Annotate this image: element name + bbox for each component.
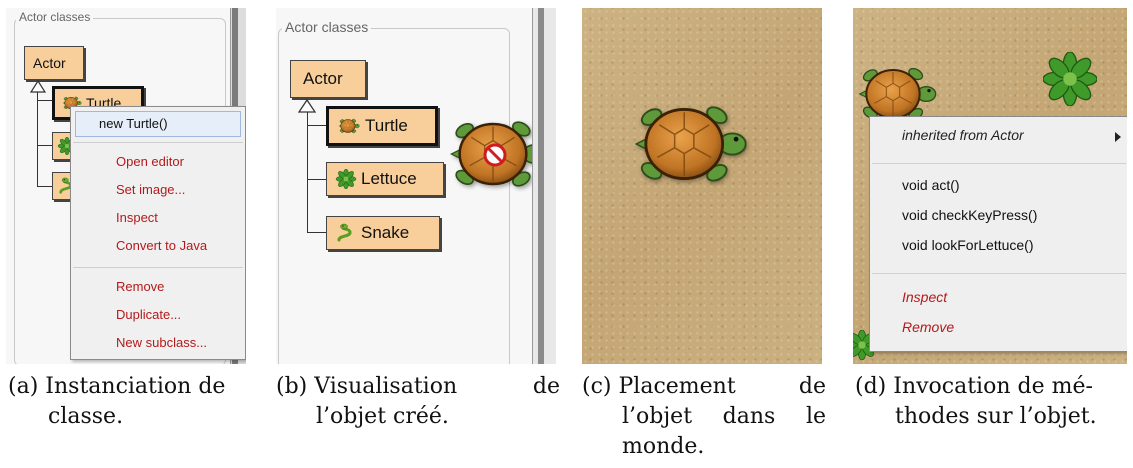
class-name-actor: Actor (33, 55, 66, 71)
panel-c-world (582, 8, 822, 364)
caption-line: thodes sur l’objet. (895, 404, 1097, 429)
snake-icon (335, 223, 357, 243)
class-name-actor: Actor (303, 69, 343, 88)
menu-item-remove[interactable]: Remove (902, 319, 955, 335)
class-box-turtle[interactable]: Turtle (326, 106, 438, 146)
caption-line: Visualisation (314, 374, 458, 399)
caption-line: classe. (48, 404, 124, 429)
tree-line (307, 112, 308, 232)
menu-item-remove[interactable]: Remove (116, 279, 165, 294)
caption-line: Invocation de mé- (893, 374, 1093, 399)
panel-d-method-invocation: inherited from Actor void act() void che… (853, 8, 1127, 364)
tree-branch (37, 186, 54, 187)
caption-line: de (532, 374, 560, 399)
actor-classes-group-title: Actor classes (16, 10, 94, 24)
class-box-actor[interactable]: Actor (290, 60, 366, 98)
actor-classes-group-title: Actor classes (282, 19, 372, 35)
menu-item-new-subclass[interactable]: New subclass... (116, 335, 208, 350)
tree-branch (307, 232, 327, 233)
object-context-menu: inherited from Actor void act() void che… (869, 116, 1127, 352)
turtle-icon[interactable] (632, 96, 748, 192)
caption-b: (b) Visualisation de l’objet créé. (276, 372, 560, 432)
class-name-lettuce: Lettuce (361, 169, 417, 188)
menu-item-look-for-lettuce[interactable]: void lookForLettuce() (902, 237, 1034, 253)
menu-item-check-key-press[interactable]: void checkKeyPress() (902, 207, 1038, 223)
class-box-actor[interactable]: Actor (24, 46, 84, 80)
caption-a: (a) Instanciation de classe. (8, 372, 258, 432)
scrollbar-thumb[interactable] (538, 8, 544, 364)
class-box-snake[interactable]: Snake (326, 216, 440, 250)
submenu-label: inherited from Actor (902, 127, 1024, 143)
lettuce-icon (1043, 52, 1097, 106)
caption-line: de (798, 374, 826, 399)
caption-tag: (c) (582, 374, 612, 399)
menu-item-inherited-from-actor[interactable]: inherited from Actor (870, 127, 1127, 143)
menu-separator (872, 163, 1126, 164)
tree-line (37, 92, 38, 186)
caption-tag: (d) (855, 374, 887, 399)
menu-separator (73, 267, 243, 268)
caption-line: le (805, 404, 826, 429)
class-name-snake: Snake (361, 223, 410, 242)
caption-line: monde. (622, 434, 705, 459)
menu-item-duplicate[interactable]: Duplicate... (116, 307, 182, 322)
no-entry-icon (483, 143, 507, 167)
tree-branch (307, 125, 327, 126)
caption-tag: (b) (276, 374, 308, 399)
tree-branch (307, 179, 327, 180)
menu-item-open-editor[interactable]: Open editor (116, 154, 184, 169)
tree-branch (37, 145, 54, 146)
caption-line: Placement (618, 374, 736, 399)
inheritance-arrow (30, 80, 46, 93)
menu-item-act[interactable]: void act() (902, 177, 960, 193)
menu-item-inspect[interactable]: Inspect (116, 210, 158, 225)
class-box-lettuce[interactable]: Lettuce (326, 162, 444, 196)
lettuce-icon (335, 169, 357, 189)
caption-tag: (a) (8, 374, 39, 399)
turtle-icon (337, 117, 361, 135)
menu-item-new-turtle[interactable]: new Turtle() (75, 111, 241, 137)
menu-separator (73, 142, 243, 143)
tree-branch (37, 100, 54, 101)
caption-line: l’objet créé. (316, 404, 449, 429)
menu-item-set-image[interactable]: Set image... (116, 182, 186, 197)
menu-item-convert-to-java[interactable]: Convert to Java (116, 238, 208, 253)
caption-c: (c) Placement de l’objet dans le monde. (582, 372, 826, 462)
panel-a-class-instantiation: Actor classes Actor Turtle new Turtle() … (6, 8, 246, 364)
scrollbar-track[interactable] (532, 8, 556, 364)
class-context-menu: new Turtle() Open editor Set image... In… (70, 106, 246, 360)
caption-line: l’objet (622, 404, 693, 429)
actor-classes-group (278, 28, 510, 364)
menu-item-inspect[interactable]: Inspect (902, 289, 948, 305)
caption-d: (d) Invocation de mé- thodes sur l’objet… (855, 372, 1131, 432)
submenu-arrow-icon (1115, 132, 1121, 142)
menu-separator (872, 273, 1126, 274)
panel-b-object-visualisation: Actor classes Actor Turtle Lettuce Snake (276, 8, 556, 364)
dragged-turtle-object[interactable] (448, 112, 548, 196)
caption-line: dans (722, 404, 776, 429)
class-name-turtle: Turtle (365, 116, 408, 135)
caption-line: Instanciation de (45, 374, 226, 399)
